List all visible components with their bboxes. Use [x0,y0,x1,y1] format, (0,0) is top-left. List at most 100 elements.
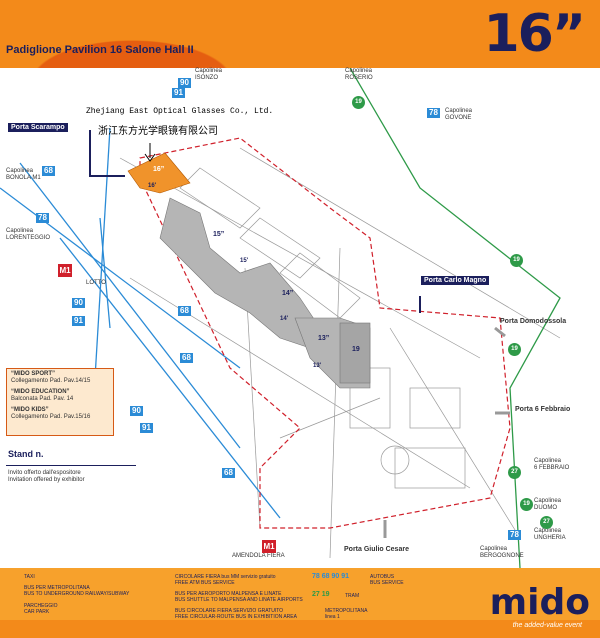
arrow-porta-scarampo [89,130,125,177]
bus-badge: 90 [72,298,85,308]
amendola-label: AMENDOLA FIERA [232,553,285,559]
capolinea-text: Capolinea [345,68,373,74]
legend-autobus: AUTOBUS [370,574,395,580]
legend-autobus-en: BUS SERVICE [370,580,404,586]
bus-badge: 78 [508,530,521,540]
info-box: “MIDO SPORT”Collegamento Pad. Pav.14/15 … [6,368,114,436]
mido-tagline: the added-value event [512,622,582,629]
isonzo-text: ISONZO [195,75,219,81]
metro-badge-lotto: M1 [58,264,72,277]
bergognone-text: BERGOGNONE [480,553,524,559]
header-band [0,0,600,68]
mido-logo: mido [489,582,590,623]
pavilion-13-label: 13” [318,335,330,342]
bus-badge: 91 [172,88,185,98]
legend-circ: CIRCOLARE FIERA bus MM servizio gratuito [175,574,276,580]
porta-carlo-magno-label[interactable]: Porta Carlo Magno [421,276,490,285]
capolinea-text: Capolinea [195,68,223,74]
info-title: “MIDO EDUCATION” [11,389,70,395]
bus-badge: 91 [140,423,153,433]
bus-badge: 91 [72,316,85,326]
bus-badge: 90 [130,406,143,416]
legend-metro: METROPOLITANA [325,608,368,614]
header-swirl [0,0,330,68]
legend-bus-circ: BUS CIRCOLARE FIERA SERVIZIO GRATUITO [175,608,284,614]
bus-badge: 68 [42,166,55,176]
porta-scarampo-label[interactable]: Porta Scarampo [8,123,68,132]
tram-badge: 19 [520,498,533,511]
legend-bus-lines: 78 68 90 91 [312,573,349,580]
capolinea-text: Capolinea [480,546,508,552]
capolinea-text: Capolinea [534,498,562,504]
ungheria-text: UNGHERIA [534,535,566,541]
duomo-text: DUOMO [534,505,557,511]
bus-badge: 68 [222,468,235,478]
capolinea-text: Capolinea [6,168,34,174]
info-title: “MIDO KIDS” [11,407,49,413]
bus-badge: 90 [178,78,191,88]
pavilion-19-label: 19 [352,346,360,353]
pavilion-13-prime-label: 13' [313,363,322,369]
legend-tram-lines: 27 19 [312,591,330,598]
pavilion-15-label: 15” [213,231,225,238]
header-title: Padiglione Pavilion 16 Salone Hall II [6,44,194,56]
pavilion-16-highlight[interactable] [127,152,191,194]
stand-divider [6,465,136,466]
tram-badge: 27 [540,516,553,529]
footer-inner [0,568,600,620]
legend-tram: TRAM [345,593,360,599]
tram-badge: 19 [510,254,523,267]
capolinea-text: Capolinea [534,458,562,464]
stand-label: Stand n. [8,449,44,459]
pavilion-16-prime-label: 16' [148,183,157,189]
lorenteggio-text: LORENTEGGIO [6,235,51,241]
info-sub: Balconata Pad. Pav. 14 [11,396,74,402]
info-title: “MIDO SPORT” [11,371,56,377]
legend-air-en: BUS SHUTTLE TO MALPENSA AND LINATE AIRPO… [175,597,303,603]
legend-taxi: TAXI [24,574,35,580]
info-item: “MIDO EDUCATION”Balconata Pad. Pav. 14 [7,387,113,405]
legend-metro-en: linea 1 [325,614,340,620]
info-sub: Collegamento Pad. Pav.15/16 [11,414,91,420]
porta-6-febbraio-label[interactable]: Porta 6 Febbraio [515,406,571,413]
company-name-cn: 浙江东方光学眼镜有限公司 [98,126,218,137]
capolinea-text: Capolinea [445,108,473,114]
lotto-label: LOTTO [86,280,106,286]
map-area: Porta Scarampo Porta Carlo Magno Porta D… [0,68,600,568]
pavilion-number: 16” [483,4,586,64]
tram-badge: 27 [508,466,521,479]
pavilion-14-prime-label: 14' [280,316,289,322]
porta-giulio-cesare-label[interactable]: Porta Giulio Cesare [344,546,409,553]
bus-badge: 68 [180,353,193,363]
invite-it: Invito offerto dall'espositore [8,470,81,476]
company-name-en: Zhejiang East Optical Glasses Co., Ltd. [86,107,274,116]
pavilion-14-label: 14” [282,290,294,297]
govone-text: GOVONE [445,115,472,121]
roserio-text: ROSERIO [345,75,373,81]
legend-air: BUS PER AEROPORTO MALPENSA E LINATE [175,591,282,597]
legend-bus-circ-en: FREE CIRCULAR-ROUTE BUS IN EXHIBITION AR… [175,614,297,620]
metro-badge-amendola: M1 [262,540,276,553]
bus-badge: 68 [178,306,191,316]
legend-parking-en: CAR PARK [24,609,50,615]
tram-line [349,68,561,568]
legend-bus-metro: BUS PER METROPOLITANA [24,585,90,591]
bus-badge: 78 [36,213,49,223]
footer-band [0,568,600,638]
legend-parking: PARCHEGGIO [24,603,58,609]
info-item: “MIDO KIDS”Collegamento Pad. Pav.15/16 [7,405,113,423]
tram-badge: 19 [508,343,521,356]
porta-domodossola-label[interactable]: Porta Domodossola [500,318,567,325]
pavilion-19[interactable] [339,322,371,384]
bonola-text: BONOLA M1 [6,175,41,181]
capolinea-text: Capolinea [534,528,562,534]
pavilion-15-prime-label: 15' [240,258,249,264]
